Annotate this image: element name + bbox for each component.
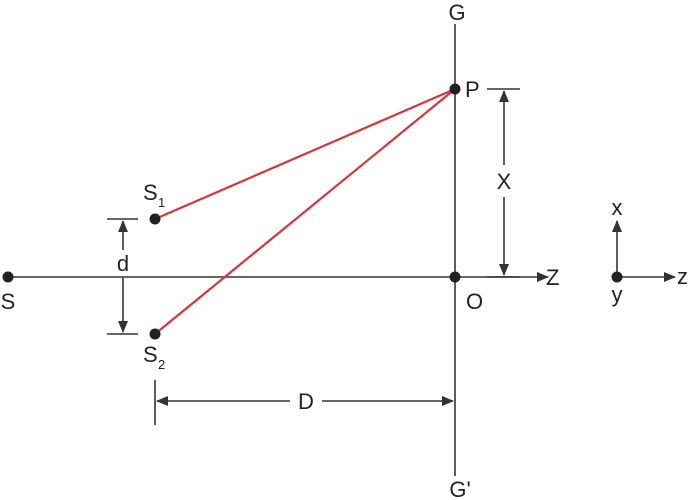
label-p: P (465, 77, 480, 102)
label-d-small: d (117, 251, 129, 276)
ray-s1-to-p (154, 87, 456, 221)
label-d-distance: D (298, 389, 314, 414)
label-s: S (1, 289, 16, 314)
label-s2-sub: 2 (158, 357, 165, 372)
slit1-point (149, 213, 161, 225)
label-o: O (466, 289, 483, 314)
label-x-height: X (497, 169, 512, 194)
label-coord-z: z (677, 264, 688, 289)
label-g-prime: G' (449, 477, 470, 500)
source-point (2, 271, 14, 283)
label-s2-letter: S (143, 342, 158, 367)
ray-s2-to-p (154, 88, 456, 335)
point-p (449, 83, 461, 95)
label-z-axis: Z (546, 265, 559, 290)
label-coord-x: x (612, 195, 623, 220)
label-s1-letter: S (143, 180, 158, 205)
label-g: G (448, 0, 465, 25)
label-s1-sub: 1 (158, 195, 165, 210)
label-coord-y: y (612, 282, 623, 307)
origin-point (449, 271, 461, 283)
coord-y-dot (611, 271, 623, 283)
slit2-point (149, 328, 161, 340)
